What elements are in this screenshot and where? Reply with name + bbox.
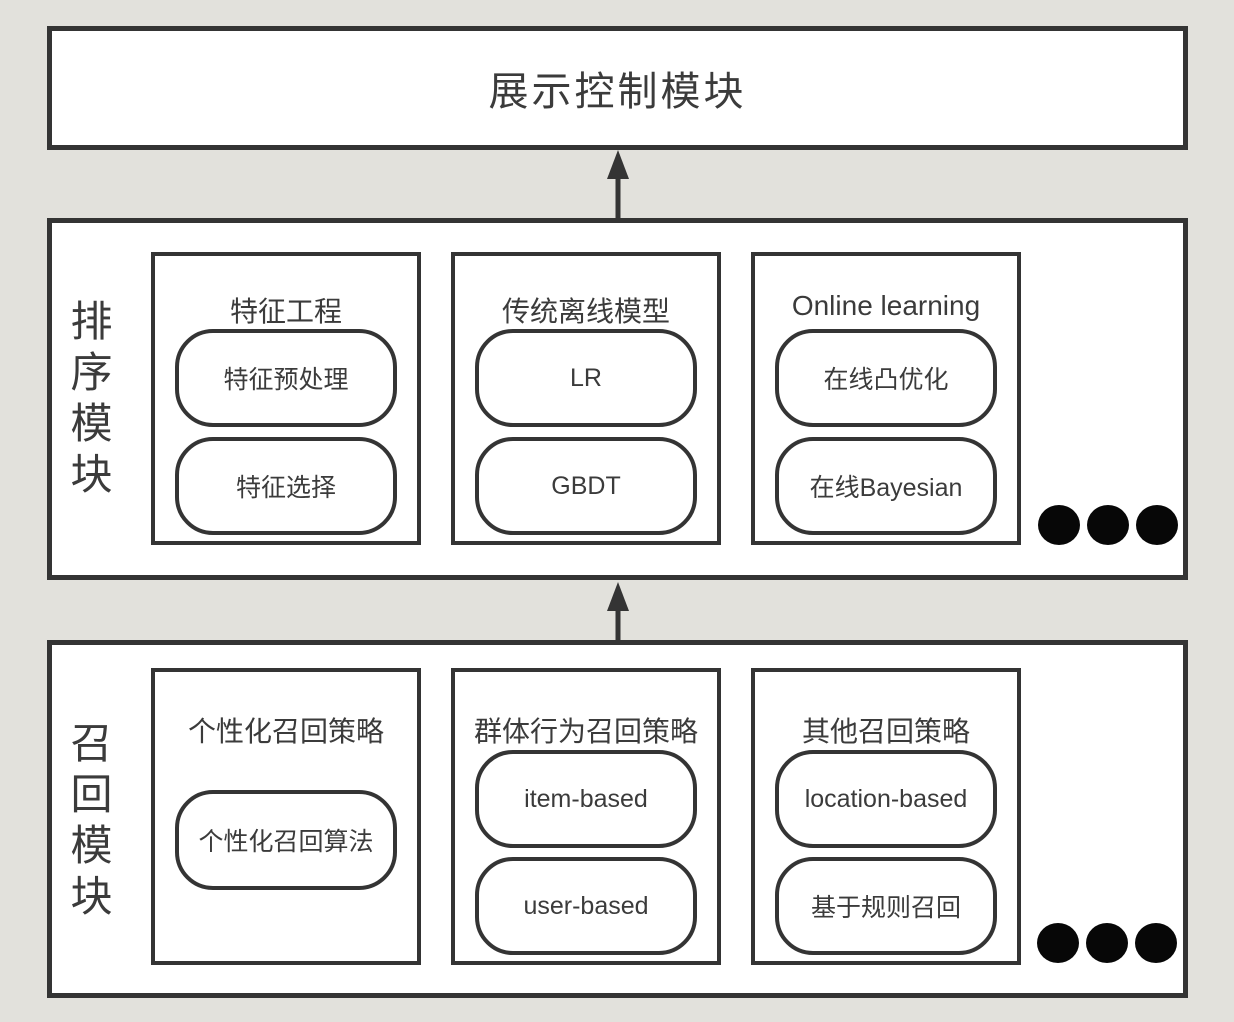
- group-title: 个性化召回策略: [187, 716, 384, 747]
- pill-item: 个性化召回算法: [175, 790, 397, 890]
- up-arrow-icon: [607, 150, 629, 219]
- pill-item: GBDT: [475, 437, 697, 535]
- group-behavior-recall-group: 群体行为召回策略 item-based user-based: [451, 668, 721, 965]
- recall-module-box: 召回模块 个性化召回策略 个性化召回算法 群体行为召回策略 item-based…: [47, 640, 1188, 998]
- pill-item: user-based: [475, 857, 697, 955]
- other-recall-group: 其他召回策略 location-based 基于规则召回: [751, 668, 1021, 965]
- ellipsis-dot: [1037, 923, 1079, 963]
- ellipsis-dot: [1087, 505, 1129, 545]
- ellipsis-dot: [1038, 505, 1080, 545]
- pill-item: item-based: [475, 750, 697, 848]
- pill-item: 在线Bayesian: [775, 437, 997, 535]
- pill-item: 基于规则召回: [775, 857, 997, 955]
- display-control-module-title: 展示控制模块: [488, 70, 747, 114]
- pill-item: location-based: [775, 750, 997, 848]
- ellipsis-dot: [1086, 923, 1128, 963]
- group-title: 传统离线模型: [501, 296, 670, 327]
- group-title: 群体行为召回策略: [473, 716, 698, 747]
- feature-engineering-group: 特征工程 特征预处理 特征选择: [151, 252, 421, 545]
- up-arrow-icon: [607, 582, 629, 641]
- pill-item: LR: [475, 329, 697, 427]
- pill-item: 特征选择: [175, 437, 397, 535]
- display-control-module-box: 展示控制模块: [47, 26, 1188, 150]
- online-learning-group: Online learning 在线凸优化 在线Bayesian: [751, 252, 1021, 545]
- pill-item: 在线凸优化: [775, 329, 997, 427]
- group-title: 其他召回策略: [801, 716, 970, 747]
- ellipsis-dot: [1135, 923, 1177, 963]
- personalized-recall-group: 个性化召回策略 个性化召回算法: [151, 668, 421, 965]
- pill-item: 特征预处理: [175, 329, 397, 427]
- ranking-module-box: 排序模块 特征工程 特征预处理 特征选择 传统离线模型 LR GBDT Onli…: [47, 218, 1188, 580]
- group-title: 特征工程: [229, 296, 342, 327]
- ellipsis-icon: [1037, 923, 1177, 963]
- ellipsis-dot: [1136, 505, 1178, 545]
- ellipsis-icon: [1038, 505, 1178, 545]
- group-title: Online learning: [791, 290, 981, 321]
- ranking-module-label: 排序模块: [65, 299, 112, 503]
- offline-model-group: 传统离线模型 LR GBDT: [451, 252, 721, 545]
- recall-module-label: 召回模块: [65, 721, 112, 925]
